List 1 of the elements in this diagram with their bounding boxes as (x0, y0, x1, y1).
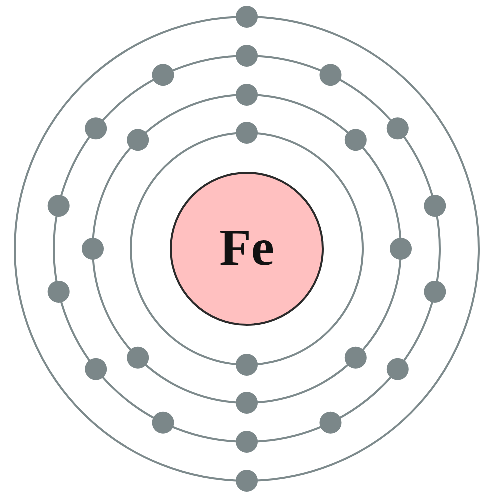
element-symbol: Fe (220, 223, 274, 275)
